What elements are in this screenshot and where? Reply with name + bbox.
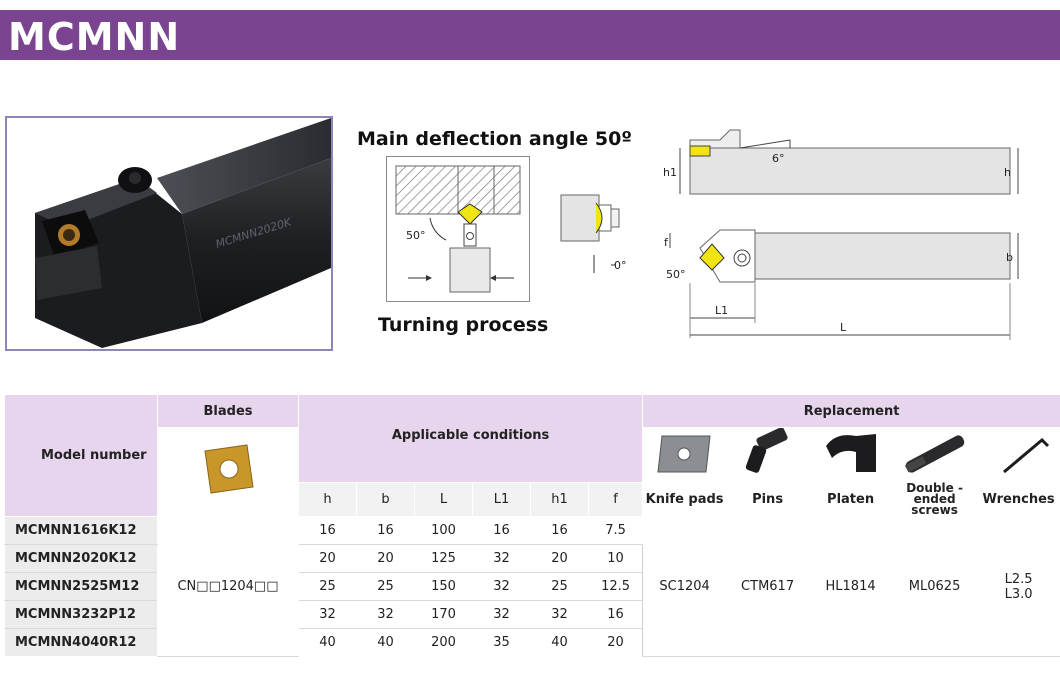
col-pins: Pins xyxy=(726,482,810,517)
value-cell: 20 xyxy=(356,544,415,573)
turning-process-caption: Turning process xyxy=(378,314,549,336)
value-cell: 32 xyxy=(298,600,357,629)
col-platen: Platen xyxy=(808,482,894,517)
table-row: MCMNN3232P12 32 32 170 32 32 16 xyxy=(4,600,1060,629)
col-h: h xyxy=(298,482,357,517)
double-ended-screw-icon xyxy=(904,435,964,473)
value-cell: 16 xyxy=(587,600,644,629)
top-angle-label: 6° xyxy=(772,152,785,165)
model-cell: MCMNN1616K12 xyxy=(4,516,158,545)
value-cell: 40 xyxy=(356,628,415,657)
side-angle-label: 0° xyxy=(614,259,627,272)
pins-value: CTM617 xyxy=(726,516,810,657)
platen-image-cell xyxy=(808,427,894,483)
value-cell: 25 xyxy=(356,572,415,601)
screw-image-cell xyxy=(892,427,978,483)
model-cell: MCMNN2525M12 xyxy=(4,572,158,601)
value-cell: 25 xyxy=(298,572,357,601)
dimension-drawing: 6° h1 h f b 50° L1 L xyxy=(663,129,1019,340)
platen-icon xyxy=(825,434,876,472)
col-L1: L1 xyxy=(472,482,531,517)
wrench-icon xyxy=(1002,437,1049,474)
h1-label: h1 xyxy=(663,166,677,179)
blades-header: Blades xyxy=(157,394,299,428)
value-cell: 150 xyxy=(414,572,473,601)
blade-image-cell xyxy=(157,427,299,517)
wrench-image-cell xyxy=(976,427,1060,483)
L1-label: L1 xyxy=(715,304,728,317)
wrenches-value: L2.5 L3.0 xyxy=(976,516,1060,657)
col-h1: h1 xyxy=(530,482,589,517)
value-cell: 25 xyxy=(530,572,589,601)
product-photo: MCMNN2020K xyxy=(5,116,333,351)
screws-value: ML0625 xyxy=(892,516,978,657)
page-title: MCMNN xyxy=(8,15,181,59)
value-cell: 170 xyxy=(414,600,473,629)
value-cell: 32 xyxy=(472,600,531,629)
replacement-header: Replacement xyxy=(642,394,1060,428)
value-cell: 32 xyxy=(472,544,531,573)
value-cell: 125 xyxy=(414,544,473,573)
pin-icon xyxy=(745,427,788,473)
col-b: b xyxy=(356,482,415,517)
bottom-angle-label: 50° xyxy=(666,268,686,281)
value-cell: 16 xyxy=(530,516,589,545)
b-label: b xyxy=(1006,251,1013,264)
col-wrenches: Wrenches xyxy=(976,482,1060,517)
knife-pads-value: SC1204 xyxy=(642,516,728,657)
knife-pad-icon xyxy=(657,435,711,473)
blade-code-cell: CN□□1204□□ xyxy=(157,516,299,657)
value-cell: 200 xyxy=(414,628,473,657)
process-angle-label: 50° xyxy=(406,229,426,242)
model-cell: MCMNN3232P12 xyxy=(4,600,158,629)
table-row: MCMNN2525M12 25 25 150 32 25 12.5 xyxy=(4,572,1060,601)
title-banner: MCMNN xyxy=(0,10,1060,60)
table-row: MCMNN1616K12 CN□□1204□□ 16 16 100 16 16 … xyxy=(4,516,1060,657)
value-cell: 35 xyxy=(472,628,531,657)
value-cell: 12.5 xyxy=(587,572,644,601)
knife-pad-image-cell xyxy=(642,427,728,483)
model-number-header: Model number xyxy=(4,394,158,517)
table-row: MCMNN2020K12 20 20 125 32 20 10 xyxy=(4,544,1060,573)
f-label: f xyxy=(664,236,669,249)
value-cell: 20 xyxy=(298,544,357,573)
value-cell: 10 xyxy=(587,544,644,573)
value-cell: 16 xyxy=(472,516,531,545)
table-row: MCMNN4040R12 40 40 200 35 40 20 xyxy=(4,628,1060,657)
col-double-ended-screws: Double -ended screws xyxy=(892,482,978,517)
value-cell: 20 xyxy=(587,628,644,657)
tool-holder-image: MCMNN2020K xyxy=(7,118,331,349)
wrench-size-2: L3.0 xyxy=(1004,586,1033,602)
value-cell: 32 xyxy=(356,600,415,629)
deflection-angle-caption: Main deflection angle 50º xyxy=(357,128,633,150)
value-cell: 16 xyxy=(356,516,415,545)
value-cell: 40 xyxy=(530,628,589,657)
side-view-diagram: 0° xyxy=(560,194,627,273)
value-cell: 7.5 xyxy=(587,516,644,545)
col-knife-pads: Knife pads xyxy=(642,482,728,517)
pin-image-cell xyxy=(726,427,810,483)
value-cell: 100 xyxy=(414,516,473,545)
model-cell: MCMNN4040R12 xyxy=(4,628,158,657)
L-label: L xyxy=(840,321,847,334)
col-L: L xyxy=(414,482,473,517)
col-f: f xyxy=(587,482,644,517)
spec-table: Model number Blades Applicable condition… xyxy=(4,394,1060,657)
value-cell: 16 xyxy=(298,516,357,545)
turning-process-diagram: 50° xyxy=(386,156,530,302)
platen-value: HL1814 xyxy=(808,516,894,657)
value-cell: 20 xyxy=(530,544,589,573)
value-cell: 32 xyxy=(472,572,531,601)
model-cell: MCMNN2020K12 xyxy=(4,544,158,573)
h-label: h xyxy=(1004,166,1011,179)
applicable-conditions-header: Applicable conditions xyxy=(297,394,644,483)
value-cell: 40 xyxy=(298,628,357,657)
value-cell: 32 xyxy=(530,600,589,629)
wrench-size-1: L2.5 xyxy=(1004,571,1033,587)
blade-insert-icon xyxy=(204,444,254,494)
